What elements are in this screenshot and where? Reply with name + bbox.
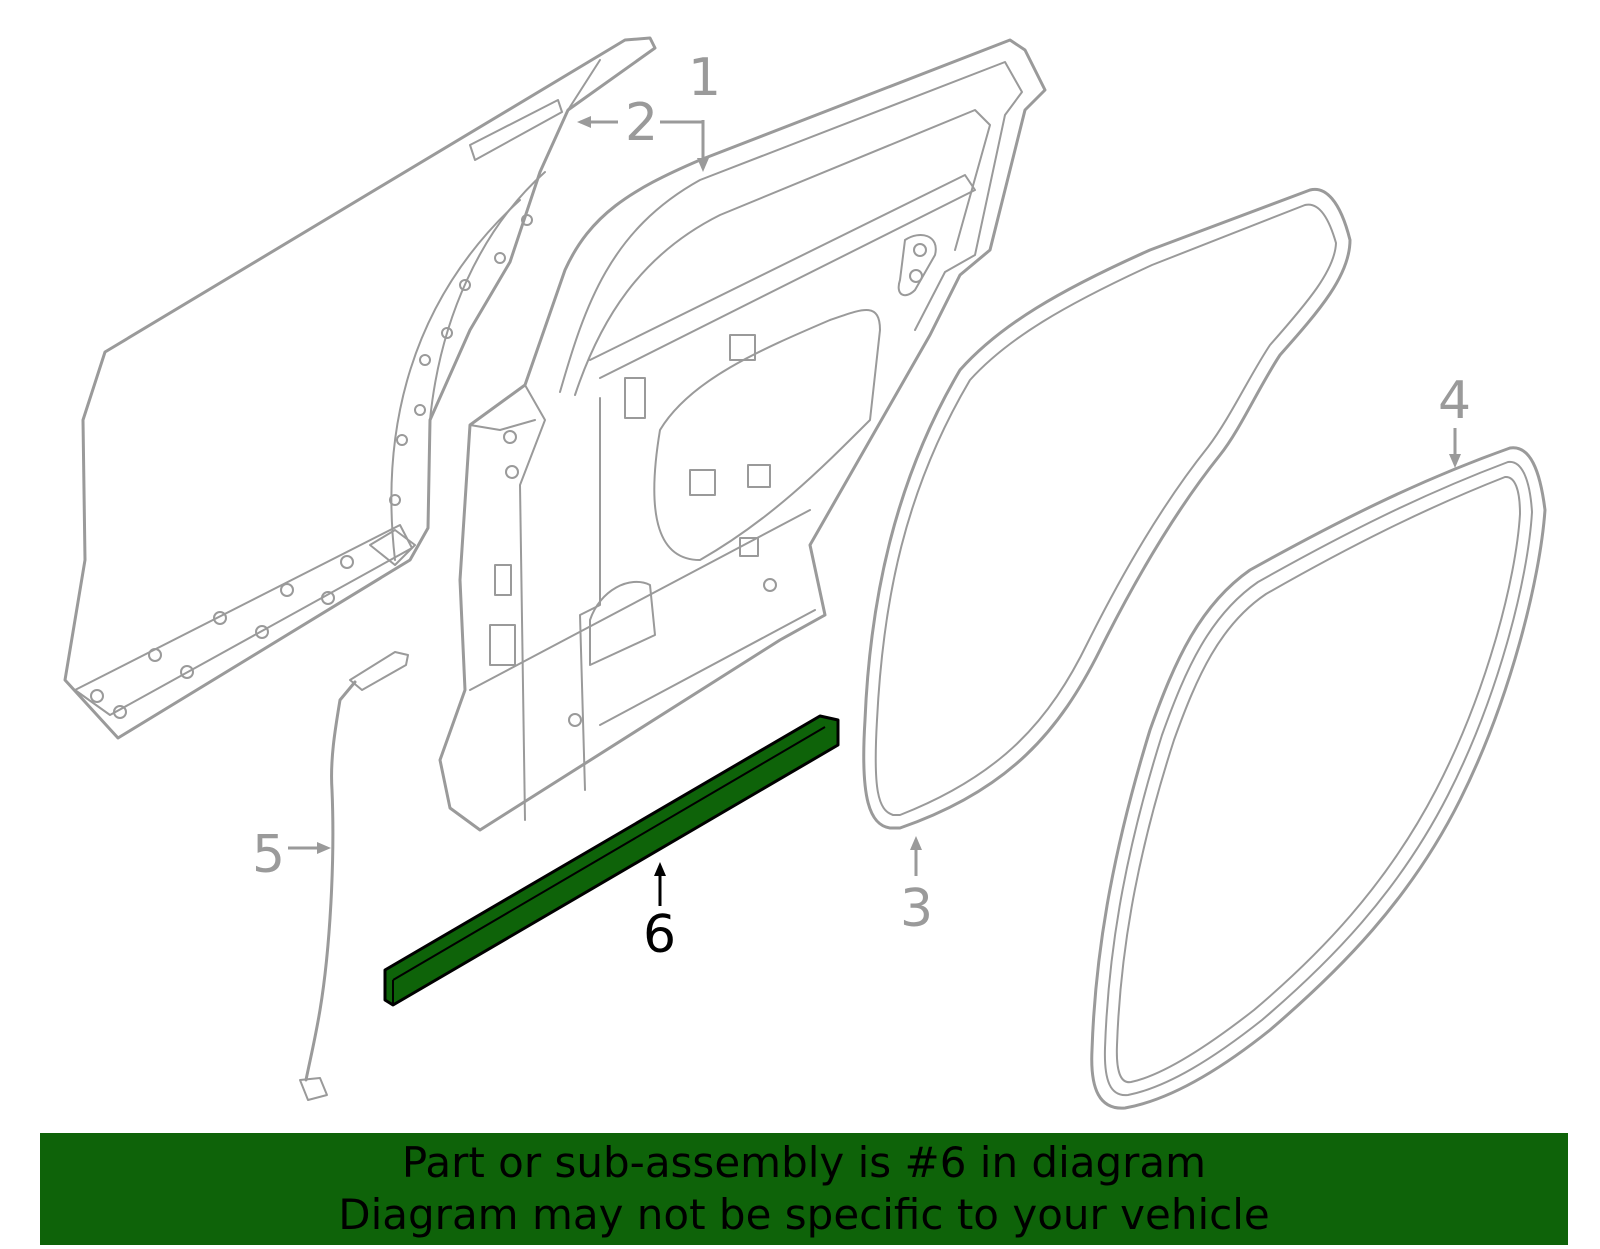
inner-door-frame [438, 38, 1047, 832]
highlighted-part-6-seal [383, 714, 840, 1007]
banner-line-1: Part or sub-assembly is #6 in diagram [401, 1138, 1207, 1187]
callout-4: 4 [1438, 371, 1471, 431]
door-parts-diagram: 1 2 3 4 5 6 [63, 36, 1547, 1110]
info-banner: Part or sub-assembly is #6 in diagram Di… [40, 1133, 1568, 1245]
callout-3: 3 [900, 879, 933, 939]
callout-2: 2 [625, 93, 658, 153]
door-weatherstrip [1090, 446, 1547, 1110]
callout-5: 5 [252, 825, 285, 885]
callout-1: 1 [688, 48, 721, 108]
outer-door-panel [63, 36, 657, 740]
callout-leaders [288, 116, 1461, 906]
body-weatherstrip [862, 187, 1352, 830]
callout-6: 6 [643, 905, 676, 965]
door-cable-harness [299, 651, 409, 1101]
banner-line-2: Diagram may not be specific to your vehi… [338, 1190, 1270, 1239]
